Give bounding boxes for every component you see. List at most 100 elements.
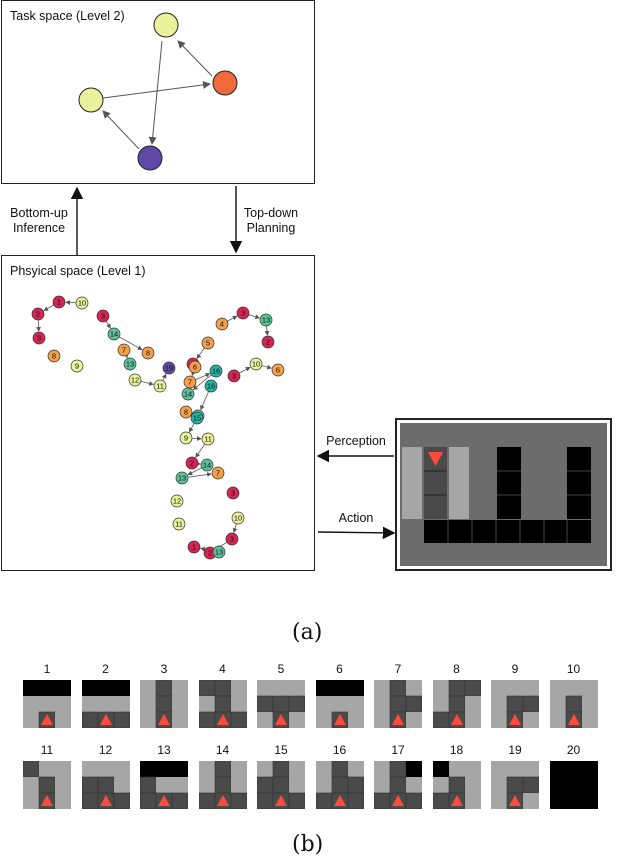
physical-node: 14 <box>181 387 195 401</box>
physical-edge <box>187 467 202 476</box>
physical-node-label: 13 <box>178 474 186 483</box>
action-label: Action <box>338 511 374 525</box>
agent-icon <box>333 714 346 725</box>
physical-node: 12 <box>170 494 184 508</box>
physical-node: 2 <box>185 456 199 470</box>
edge-bottom-left <box>102 110 140 150</box>
agent-icon <box>99 714 112 725</box>
physical-node: 7 <box>211 466 225 480</box>
physical-node-label: 11 <box>175 520 183 529</box>
agent-icon <box>216 714 229 725</box>
physical-node-label: 3 <box>232 372 236 381</box>
physical-node-label: 14 <box>184 390 192 399</box>
physical-node: 9 <box>179 431 193 445</box>
physical-node: 12 <box>128 373 142 387</box>
physical-node: 3 <box>226 486 240 500</box>
caption-a: (a) <box>292 620 323 645</box>
tile-number: 2 <box>102 662 109 676</box>
tile-number: 11 <box>40 743 54 757</box>
physical-node: 6 <box>271 363 285 377</box>
physical-node-label: 8 <box>52 352 56 361</box>
agent-icon <box>567 714 580 725</box>
observation-tile: 8 <box>432 662 482 732</box>
physical-node-label: 7 <box>188 378 192 387</box>
observation-tile: 5 <box>256 662 306 732</box>
observation-tile: 17 <box>373 743 423 813</box>
agent-icon <box>41 795 53 806</box>
physical-edge <box>140 381 154 386</box>
tile-number: 12 <box>98 743 113 757</box>
physical-node: 8 <box>47 349 61 363</box>
physical-node: 11 <box>201 432 215 446</box>
physical-node: 11 <box>172 517 186 531</box>
tile-image <box>315 680 364 728</box>
tile-number: 6 <box>336 662 343 676</box>
physical-edge <box>200 391 209 411</box>
physical-edge <box>192 374 212 391</box>
physical-node-label: 15 <box>193 414 201 423</box>
tile-number: 9 <box>511 662 519 676</box>
agent-icon <box>509 714 521 725</box>
agent-icon <box>392 714 404 725</box>
agent-icon <box>509 795 521 806</box>
tile-image <box>198 761 247 809</box>
tile-number: 20 <box>566 743 581 757</box>
physical-node-label: 2 <box>36 310 40 319</box>
tile-number: 3 <box>160 662 168 676</box>
tile-image <box>140 761 188 809</box>
agent-icon <box>158 714 170 725</box>
physical-node: 9 <box>70 359 84 373</box>
physical-edge <box>161 373 167 381</box>
physical-node-label: 6 <box>276 366 280 375</box>
physical-edge <box>232 523 238 534</box>
observation-tile: 18 <box>432 743 482 813</box>
tile-image <box>140 680 188 728</box>
action-arrow <box>317 526 396 540</box>
physical-node: 10 <box>231 511 245 525</box>
agent-icon <box>216 795 229 806</box>
physical-edge <box>264 325 270 336</box>
physical-node: 13 <box>123 357 137 371</box>
tile-image <box>81 680 130 728</box>
tile-image <box>23 761 71 809</box>
physical-node: 3 <box>96 309 110 323</box>
physical-node-label: 10 <box>78 299 86 308</box>
bottom-up-label: Bottom-up Inference <box>3 206 75 236</box>
physical-node: 2 <box>31 307 45 321</box>
physical-node-label: 1 <box>192 543 196 552</box>
task-space-panel: Task space (Level 2) <box>1 0 315 184</box>
top-down-label: Top-down Planning <box>236 206 306 236</box>
physical-node-label: 12 <box>173 497 181 506</box>
tile-number: 10 <box>566 662 581 676</box>
physical-node-label: 7 <box>122 346 126 355</box>
physical-node-label: 9 <box>184 434 188 443</box>
observation-tile: 7 <box>373 662 423 732</box>
physical-edge <box>248 314 261 320</box>
physical-node: 5 <box>201 336 215 350</box>
physical-node: 16 <box>209 364 223 378</box>
observation-tile: 12 <box>81 743 131 813</box>
physical-node: 14 <box>200 458 214 472</box>
physical-node-label: 3 <box>37 334 41 343</box>
tile-number: 13 <box>157 743 171 757</box>
physical-node-label: 1 <box>57 298 61 307</box>
tile-image <box>23 680 71 728</box>
physical-node: 8 <box>141 346 155 360</box>
top-down-line1: Top-down <box>243 206 299 220</box>
agent-icon <box>450 795 463 806</box>
physical-node-label: 16 <box>212 367 220 376</box>
physical-node-label: 14 <box>110 330 118 339</box>
physical-node-label: 7 <box>216 469 220 478</box>
agent-icon <box>158 795 170 806</box>
tile-number: 17 <box>391 743 405 757</box>
physical-edge <box>195 443 206 458</box>
tile-number: 4 <box>219 662 226 676</box>
perception-label: Perception <box>326 434 386 448</box>
physical-node-label: 10 <box>252 360 260 369</box>
edge-left-right <box>102 80 211 99</box>
physical-node: 19 <box>162 361 176 375</box>
physical-node: 3 <box>236 306 250 320</box>
observation-tile: 9 <box>490 662 540 732</box>
